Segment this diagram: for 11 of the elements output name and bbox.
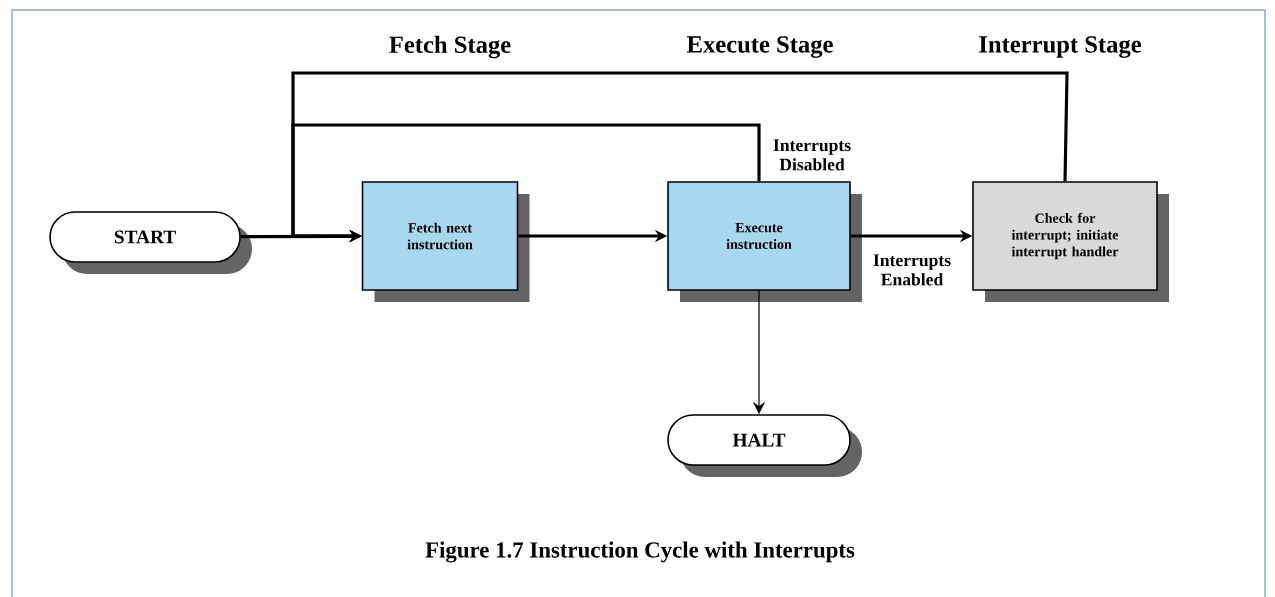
caption: Figure 1.7 Instruction Cycle with Interrupts (425, 541, 855, 563)
stage-label: Interrupt Stage (979, 36, 1141, 58)
edge-label: Interrupts Enabled (862, 252, 962, 288)
process-box: Check for interrupt; initiate interrupt handler (972, 181, 1169, 302)
stage-label: Fetch Stage (389, 35, 511, 59)
terminal-box: HALT (667, 414, 862, 477)
terminal-box: START (49, 211, 252, 274)
process-box: Execute instruction (667, 181, 862, 302)
process-box: Fetch next instruction (361, 181, 530, 302)
edge-label: Interrupts Disabled (762, 137, 862, 173)
stage-label: Execute Stage (687, 36, 833, 58)
